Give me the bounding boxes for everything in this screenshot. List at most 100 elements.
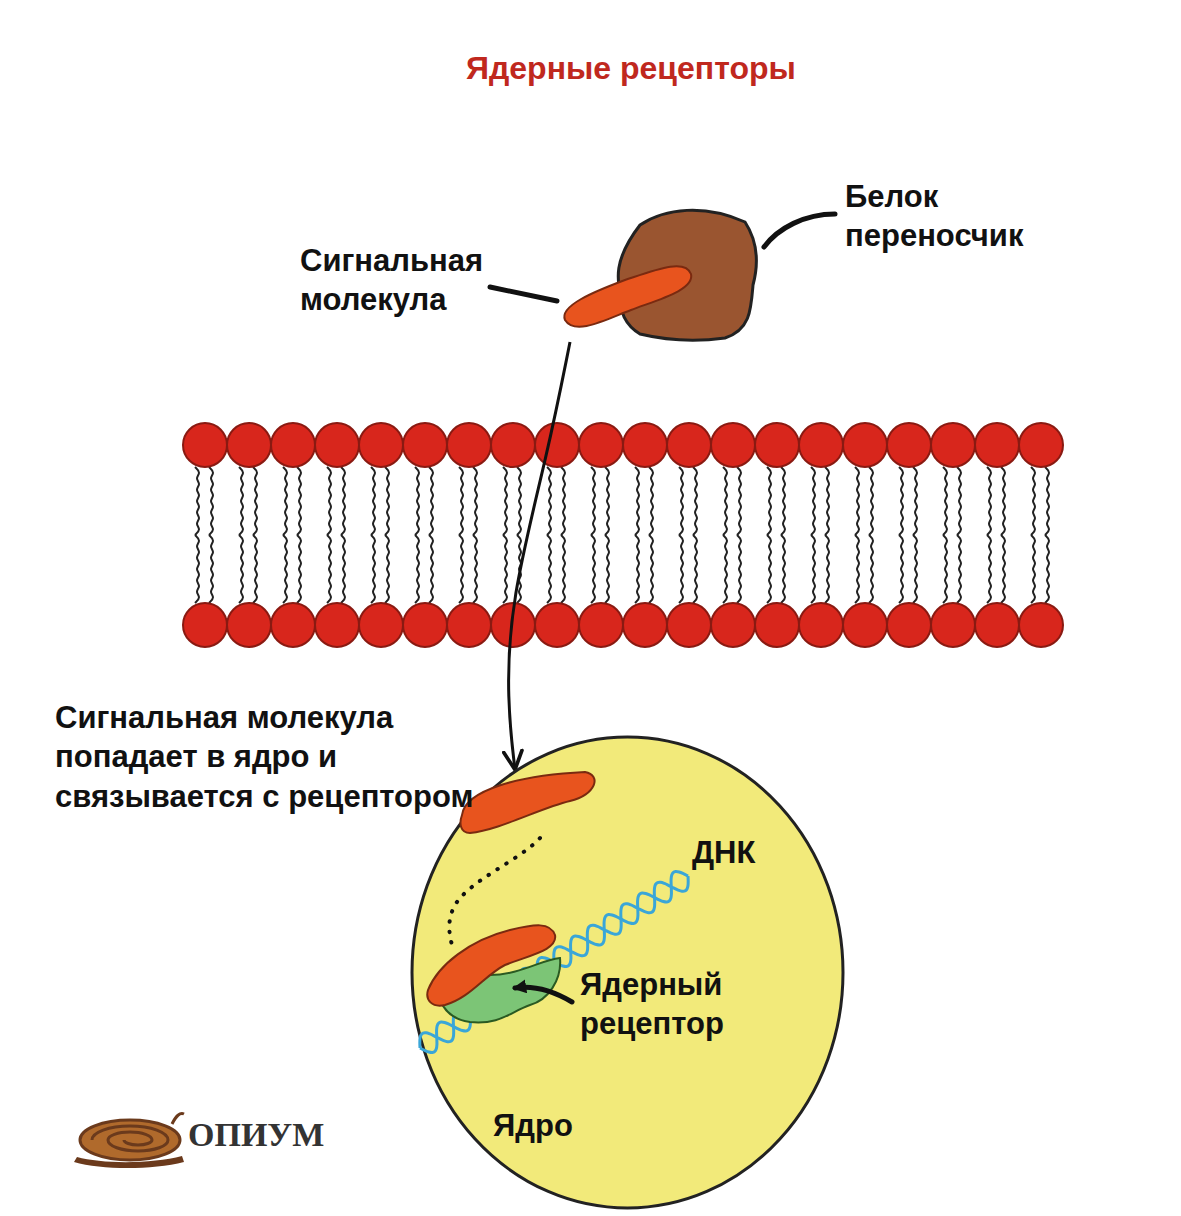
lipid-head xyxy=(975,603,1019,647)
lipid-tail xyxy=(341,467,345,535)
lipid-tail xyxy=(679,535,683,603)
lipid-head xyxy=(887,423,931,467)
lipid-head xyxy=(535,603,579,647)
lipid-tail xyxy=(341,535,345,603)
lipid-head xyxy=(271,603,315,647)
lipid-tail xyxy=(327,535,331,603)
lipid-head xyxy=(623,423,667,467)
lipid-head xyxy=(975,423,1019,467)
lipid-head xyxy=(711,423,755,467)
lipid-tail xyxy=(723,467,727,535)
lipid-tail xyxy=(1031,535,1035,603)
transport-arrow xyxy=(509,342,570,770)
lipid-tail xyxy=(283,467,287,535)
lipid-tail xyxy=(635,535,639,603)
lipid-head xyxy=(359,423,403,467)
lipid-tail xyxy=(811,535,815,603)
lipid-head xyxy=(755,423,799,467)
lipid-tail xyxy=(415,535,419,603)
lipid-tail xyxy=(371,467,375,535)
lipid-tail xyxy=(649,535,653,603)
lipid-tail xyxy=(693,535,697,603)
lipid-tail xyxy=(297,535,301,603)
lipid-tail xyxy=(459,535,463,603)
lipid-head xyxy=(227,423,271,467)
lipid-tail xyxy=(943,535,947,603)
lipid-tail xyxy=(737,467,741,535)
lipid-tail xyxy=(781,467,785,535)
lipid-head xyxy=(579,603,623,647)
lipid-tail xyxy=(561,535,565,603)
lipid-tail xyxy=(371,535,375,603)
nucleus-label: Ядро xyxy=(493,1107,573,1146)
lipid-head xyxy=(359,603,403,647)
lipid-tail xyxy=(899,535,903,603)
lipid-tail xyxy=(429,467,433,535)
lipid-tail xyxy=(635,467,639,535)
lipid-tail xyxy=(253,535,257,603)
lipid-head xyxy=(623,603,667,647)
lipid-tail xyxy=(459,467,463,535)
lipid-head xyxy=(931,423,975,467)
node-label: Белок переносчик xyxy=(845,178,1085,256)
lipid-tail xyxy=(591,535,595,603)
lipid-tail xyxy=(987,467,991,535)
lipid-tail xyxy=(825,467,829,535)
lipid-tail xyxy=(503,467,507,535)
lipid-head xyxy=(843,603,887,647)
signal-molecule xyxy=(461,772,595,833)
lipid-tail xyxy=(811,467,815,535)
lipid-tail xyxy=(239,535,243,603)
lipid-heads xyxy=(183,423,1063,647)
lipid-tail xyxy=(1045,467,1049,535)
lipid-head xyxy=(931,603,975,647)
lipid-tail xyxy=(195,535,199,603)
lipid-tail xyxy=(195,467,199,535)
leader-line xyxy=(490,287,557,301)
lipid-tail xyxy=(297,467,301,535)
lipid-head xyxy=(535,423,579,467)
lipid-tail xyxy=(547,467,551,535)
lipid-tail xyxy=(855,535,859,603)
lipid-tail xyxy=(385,467,389,535)
lipid-head xyxy=(403,423,447,467)
lipid-tail xyxy=(429,535,433,603)
lipid-head xyxy=(447,423,491,467)
lipid-tail xyxy=(415,467,419,535)
lipid-head xyxy=(183,423,227,467)
lipid-tail xyxy=(913,467,917,535)
lipid-tail xyxy=(1001,535,1005,603)
lipid-tail xyxy=(239,467,243,535)
signal-molecule xyxy=(564,266,691,327)
lipid-tail xyxy=(473,535,477,603)
lipid-tail xyxy=(517,467,521,535)
dotted-path xyxy=(449,838,540,945)
lipid-head xyxy=(799,423,843,467)
lipid-tail xyxy=(209,467,213,535)
leader-line xyxy=(764,214,835,247)
lipid-tail xyxy=(987,535,991,603)
carrier-shape xyxy=(555,200,765,340)
lipid-head xyxy=(711,603,755,647)
nuclear-receptor xyxy=(440,958,560,1022)
lipid-tail xyxy=(767,467,771,535)
lipid-tail xyxy=(1031,467,1035,535)
lipid-tail xyxy=(503,535,507,603)
lipid-tail xyxy=(605,535,609,603)
lipid-tail xyxy=(913,535,917,603)
lipid-head xyxy=(667,423,711,467)
carrier-protein: Белок переносчик xyxy=(555,200,765,340)
lipid-head xyxy=(315,603,359,647)
lipid-head xyxy=(227,603,271,647)
lipid-head xyxy=(315,423,359,467)
lipid-tail xyxy=(591,467,595,535)
lipid-tail xyxy=(899,467,903,535)
lipid-tail xyxy=(561,467,565,535)
lipid-tail xyxy=(1001,467,1005,535)
lipid-head xyxy=(447,603,491,647)
lipid-head xyxy=(667,603,711,647)
lipid-tail xyxy=(547,535,551,603)
lipid-tail xyxy=(737,535,741,603)
lipid-tail xyxy=(869,467,873,535)
lipid-tail xyxy=(385,535,389,603)
